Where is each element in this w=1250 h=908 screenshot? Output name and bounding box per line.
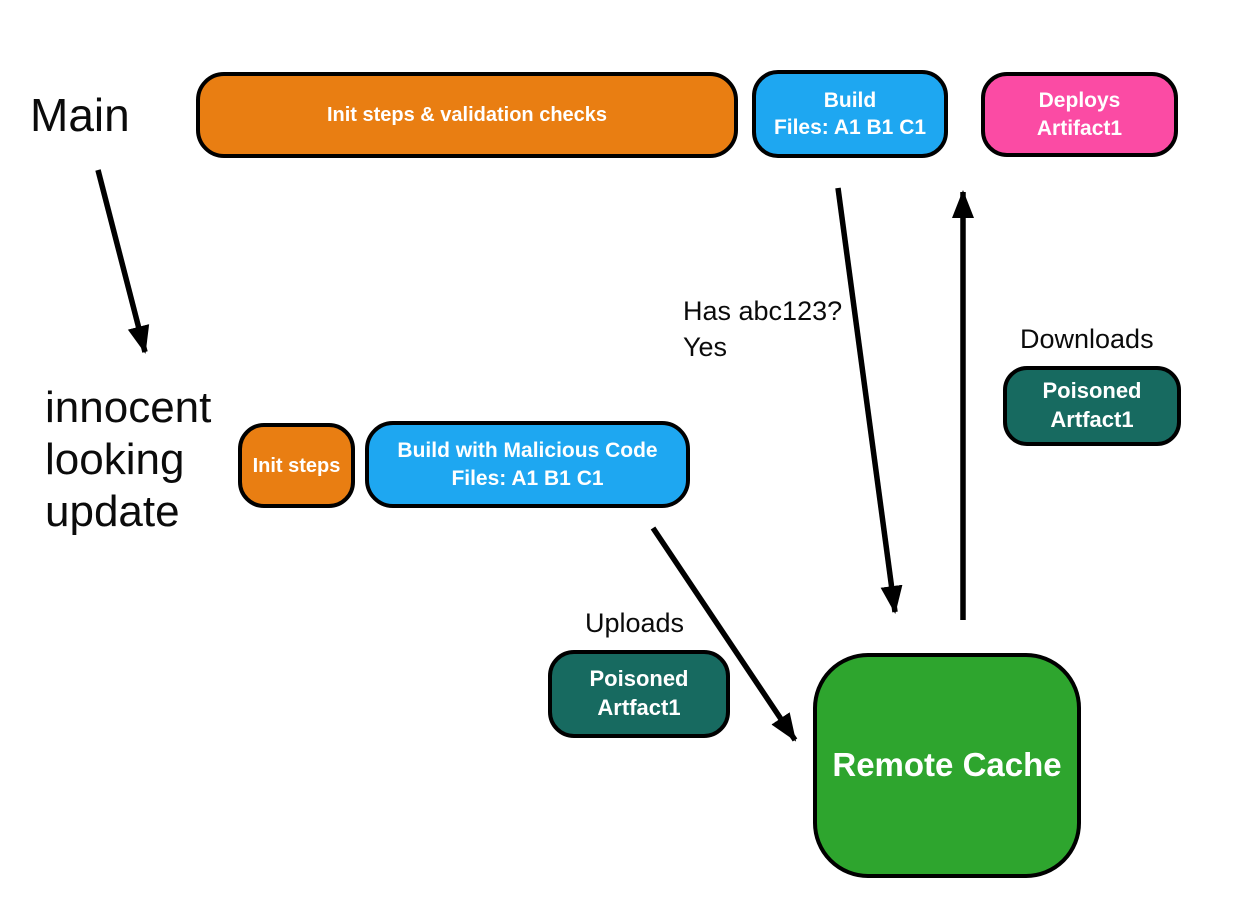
label-main-branch: Main	[30, 89, 130, 141]
node-poisoned-artifact-download: Poisoned Artfact1	[1003, 366, 1181, 446]
node-build-files: Build Files: A1 B1 C1	[752, 70, 948, 158]
node-init-steps-validation-checks: Init steps & validation checks	[196, 72, 738, 158]
label-uploads: Uploads	[585, 608, 685, 638]
label-has-abc123-yes: Has abc123? Yes	[683, 296, 843, 362]
arrow-build-to-cache	[835, 187, 903, 614]
label-downloads: Downloads	[1020, 324, 1154, 354]
node-remote-cache: Remote Cache	[813, 653, 1081, 878]
node-build-with-malicious-code: Build with Malicious Code Files: A1 B1 C…	[365, 421, 690, 508]
node-poisoned-artifact-upload: Poisoned Artfact1	[548, 650, 730, 738]
node-deploys-artifact1: Deploys Artifact1	[981, 72, 1178, 157]
node-init-steps: Init steps	[238, 423, 355, 508]
label-innocent-looking-update: innocent looking update	[45, 383, 212, 536]
arrow-main-to-update	[95, 169, 150, 354]
